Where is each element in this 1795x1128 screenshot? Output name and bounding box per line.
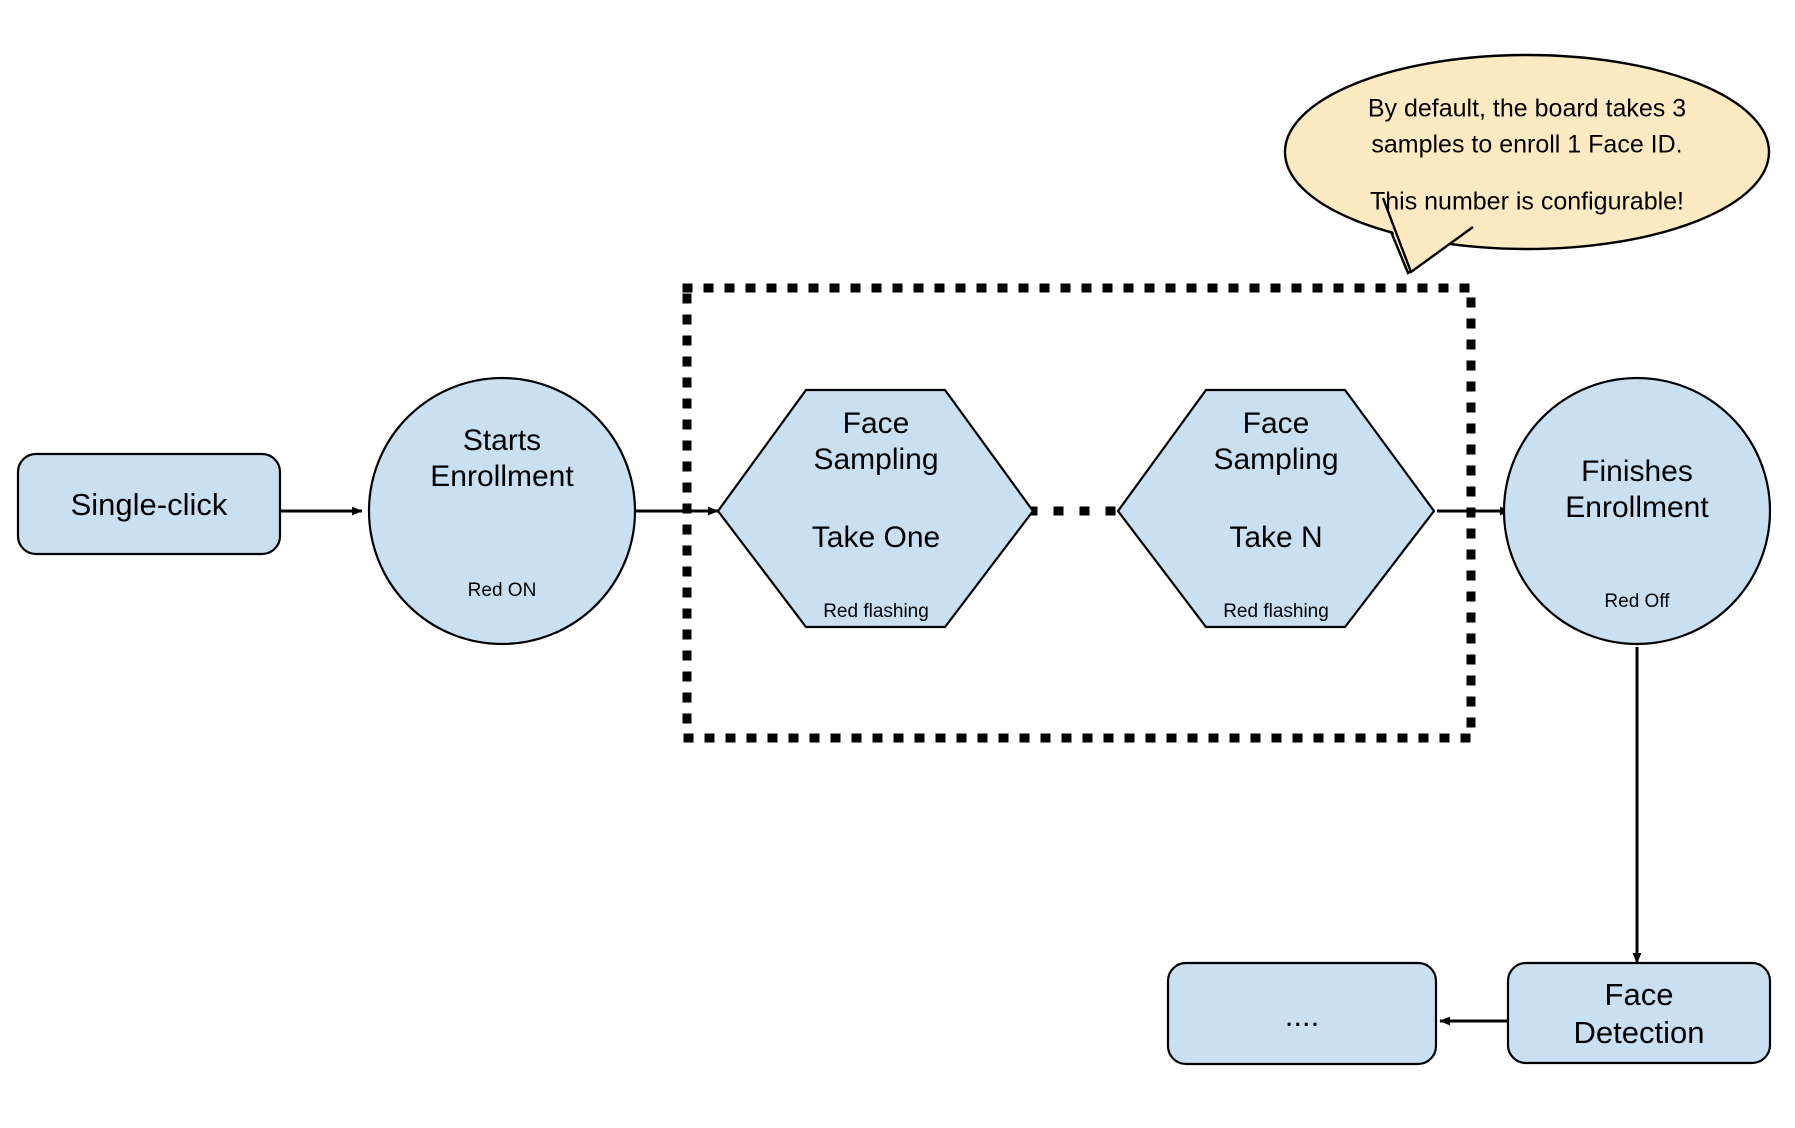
ellipsis-box-shape[interactable] [1166,961,1438,1066]
face-sampling-one-status: Red flashing [823,601,929,622]
starts-enrollment-label-line1: Starts [463,424,541,457]
node-single-click[interactable]: Single-click [16,452,282,556]
callout-line-1: By default, the board takes 3 [1368,95,1686,123]
callout-line-2: samples to enroll 1 Face ID. [1371,131,1682,159]
face-detection-label-line1: Face [1605,977,1674,1012]
starts-enrollment-shape[interactable] [367,376,637,646]
face-sampling-one-label-line2: Sampling [813,443,938,476]
sampling-loop-group-border [682,283,1476,743]
face-detection-shape[interactable] [1506,961,1772,1065]
callout-tail-outline [1381,197,1474,274]
face-sampling-one-label-line1: Face [843,407,910,440]
face-sampling-n-take-label: Take N [1229,521,1322,554]
ellipsis-box-label: .... [1285,998,1319,1033]
face-sampling-n-shape[interactable] [1116,388,1436,629]
face-detection-label-line2: Detection [1574,1015,1705,1050]
finishes-enrollment-status: Red Off [1604,591,1670,612]
node-ellipsis-box[interactable]: .... [1166,961,1438,1066]
starts-enrollment-label-line2: Enrollment [430,460,574,493]
node-face-sampling-one[interactable]: Face Sampling Take One Red flashing [716,388,1035,629]
node-finishes-enrollment[interactable]: Finishes Enrollment Red Off [1502,376,1772,646]
face-sampling-n-status: Red flashing [1223,601,1329,622]
single-click-shape[interactable] [16,452,282,556]
face-sampling-n-label-line2: Sampling [1213,443,1338,476]
face-sampling-one-shape[interactable] [716,388,1035,629]
node-face-detection[interactable]: Face Detection [1506,961,1772,1065]
face-sampling-n-label-line1: Face [1243,407,1310,440]
node-face-sampling-n[interactable]: Face Sampling Take N Red flashing [1116,388,1436,629]
face-sampling-one-take-label: Take One [812,521,940,554]
node-starts-enrollment[interactable]: Starts Enrollment Red ON [367,376,637,646]
finishes-enrollment-label-line1: Finishes [1581,455,1693,488]
callout-line-3: This number is configurable! [1370,188,1684,216]
single-click-label: Single-click [71,487,228,522]
finishes-enrollment-label-line2: Enrollment [1565,491,1709,524]
callout-balloon: By default, the board takes 3 samples to… [1283,53,1771,275]
callout-tail-overlay [1378,200,1474,272]
callout-shape [1283,53,1771,251]
finishes-enrollment-shape[interactable] [1502,376,1772,646]
starts-enrollment-status: Red ON [468,580,537,601]
